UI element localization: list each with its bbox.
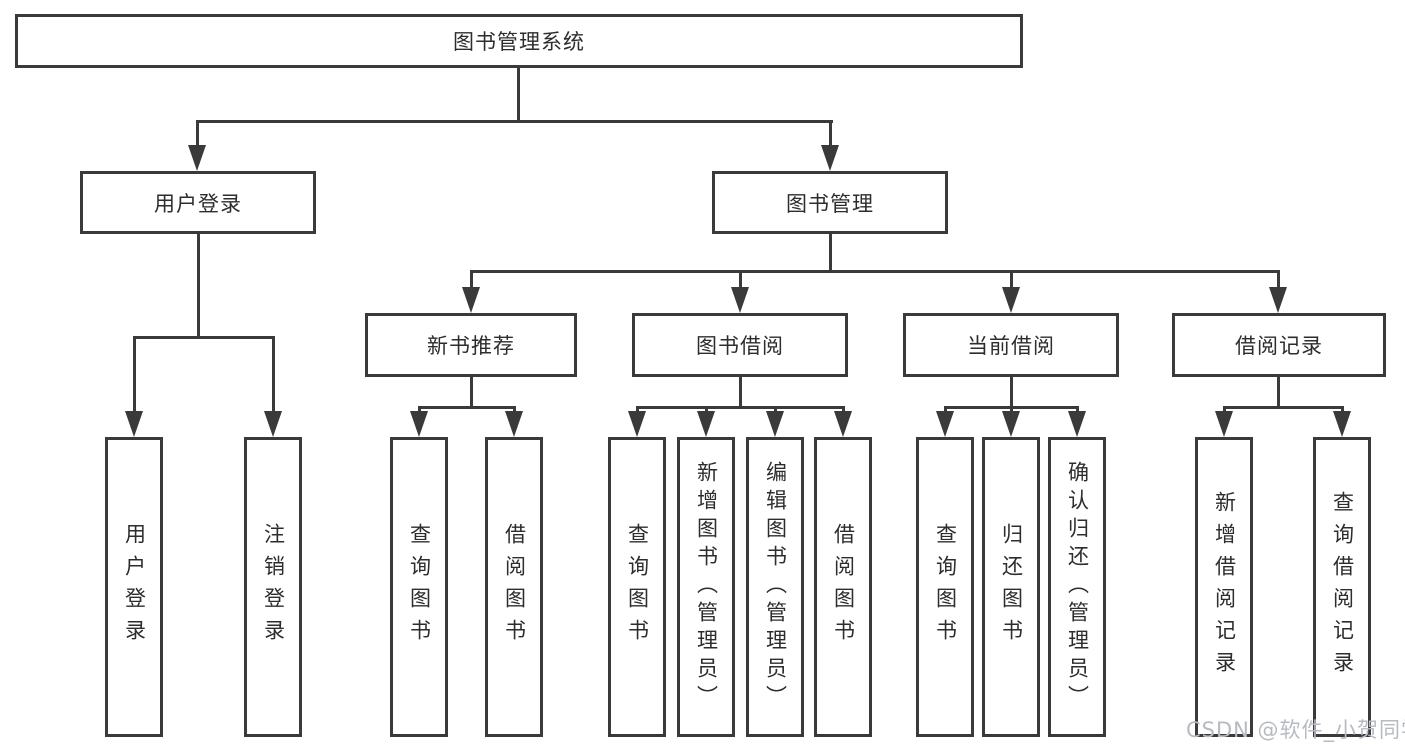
connector-level1-branch xyxy=(196,120,833,123)
leaf-label: 注销登录 xyxy=(261,523,286,651)
connector-user-login-stem xyxy=(197,234,200,339)
arrow-down-icon xyxy=(505,411,523,437)
connector-drop-book-borrowing xyxy=(739,270,742,292)
leaf-user-login: 用户登录 xyxy=(105,437,163,737)
connector-new-book-branch xyxy=(418,406,516,409)
leaf-borrow-books-recommend: 借阅图书 xyxy=(485,437,543,737)
arrow-down-icon xyxy=(936,411,954,437)
node-user-login: 用户登录 xyxy=(80,171,316,234)
connector-new-book-stem xyxy=(470,377,473,408)
leaf-query-books-borrowing: 查询图书 xyxy=(608,437,666,737)
leaf-query-books-current: 查询图书 xyxy=(916,437,974,737)
node-borrowing-records: 借阅记录 xyxy=(1172,313,1386,377)
leaf-label: 用户登录 xyxy=(122,523,147,651)
connector-current-borrowing-stem xyxy=(1010,377,1013,408)
arrow-down-icon xyxy=(821,145,839,171)
leaf-edit-book-admin: 编辑图书（管理员） xyxy=(746,437,804,737)
connector-drop-current-borrowing xyxy=(1010,270,1013,292)
leaf-confirm-return-admin: 确认归还（管理员） xyxy=(1048,437,1106,737)
arrow-down-icon xyxy=(1215,411,1233,437)
arrow-down-icon xyxy=(462,287,480,313)
arrow-down-icon xyxy=(731,287,749,313)
leaf-borrow-books-borrowing: 借阅图书 xyxy=(814,437,872,737)
arrow-down-icon xyxy=(264,411,282,437)
leaf-label: 查询图书 xyxy=(407,523,432,651)
connector-drop-book-management xyxy=(829,120,832,150)
connector-borrowing-records-stem xyxy=(1277,377,1280,408)
arrow-down-icon xyxy=(766,411,784,437)
leaf-label: 确认归还（管理员） xyxy=(1065,461,1090,713)
leaf-return-books: 归还图书 xyxy=(982,437,1040,737)
connector-level2-branch xyxy=(470,270,1279,273)
connector-borrowing-records-branch xyxy=(1223,406,1343,409)
connector-drop-borrowing-records xyxy=(1277,270,1280,292)
connector-drop-new-book xyxy=(470,270,473,292)
connector-root-stem xyxy=(517,68,520,123)
arrow-down-icon xyxy=(125,411,143,437)
arrow-down-icon xyxy=(1002,411,1020,437)
arrow-down-icon xyxy=(697,411,715,437)
connector-book-borrowing-branch xyxy=(636,406,844,409)
leaf-label: 查询图书 xyxy=(933,523,958,651)
leaf-label: 借阅图书 xyxy=(502,523,527,651)
leaf-add-book-admin: 新增图书（管理员） xyxy=(677,437,735,737)
leaf-label: 查询借阅记录 xyxy=(1330,491,1355,683)
node-book-management: 图书管理 xyxy=(712,171,948,234)
leaf-query-borrow-record: 查询借阅记录 xyxy=(1313,437,1371,737)
arrow-down-icon xyxy=(1269,287,1287,313)
leaf-label: 归还图书 xyxy=(999,523,1024,651)
connector-user-login-branch xyxy=(133,336,275,339)
connector-book-borrowing-stem xyxy=(739,377,742,408)
leaf-label: 查询图书 xyxy=(625,523,650,651)
leaf-label: 借阅图书 xyxy=(831,523,856,651)
arrow-down-icon xyxy=(628,411,646,437)
connector-drop-user-login xyxy=(196,120,199,150)
connector-drop-leaf-user-login xyxy=(133,336,136,416)
leaf-logout: 注销登录 xyxy=(244,437,302,737)
arrow-down-icon xyxy=(1068,411,1086,437)
connector-drop-leaf-logout xyxy=(272,336,275,416)
arrow-down-icon xyxy=(1002,287,1020,313)
leaf-add-borrow-record: 新增借阅记录 xyxy=(1195,437,1253,737)
leaf-label: 新增借阅记录 xyxy=(1212,491,1237,683)
leaf-label: 新增图书（管理员） xyxy=(694,461,719,713)
node-book-borrowing: 图书借阅 xyxy=(632,313,848,377)
arrow-down-icon xyxy=(1333,411,1351,437)
node-library-system: 图书管理系统 xyxy=(15,14,1023,68)
node-current-borrowing: 当前借阅 xyxy=(903,313,1119,377)
arrow-down-icon xyxy=(188,145,206,171)
leaf-label: 编辑图书（管理员） xyxy=(763,461,788,713)
leaf-query-books-recommend: 查询图书 xyxy=(390,437,448,737)
arrow-down-icon xyxy=(834,411,852,437)
csdn-watermark: CSDN @软件_小贺同学 xyxy=(1186,718,1405,742)
arrow-down-icon xyxy=(410,411,428,437)
node-new-book-recommend: 新书推荐 xyxy=(365,313,577,377)
connector-book-management-stem xyxy=(829,234,832,273)
